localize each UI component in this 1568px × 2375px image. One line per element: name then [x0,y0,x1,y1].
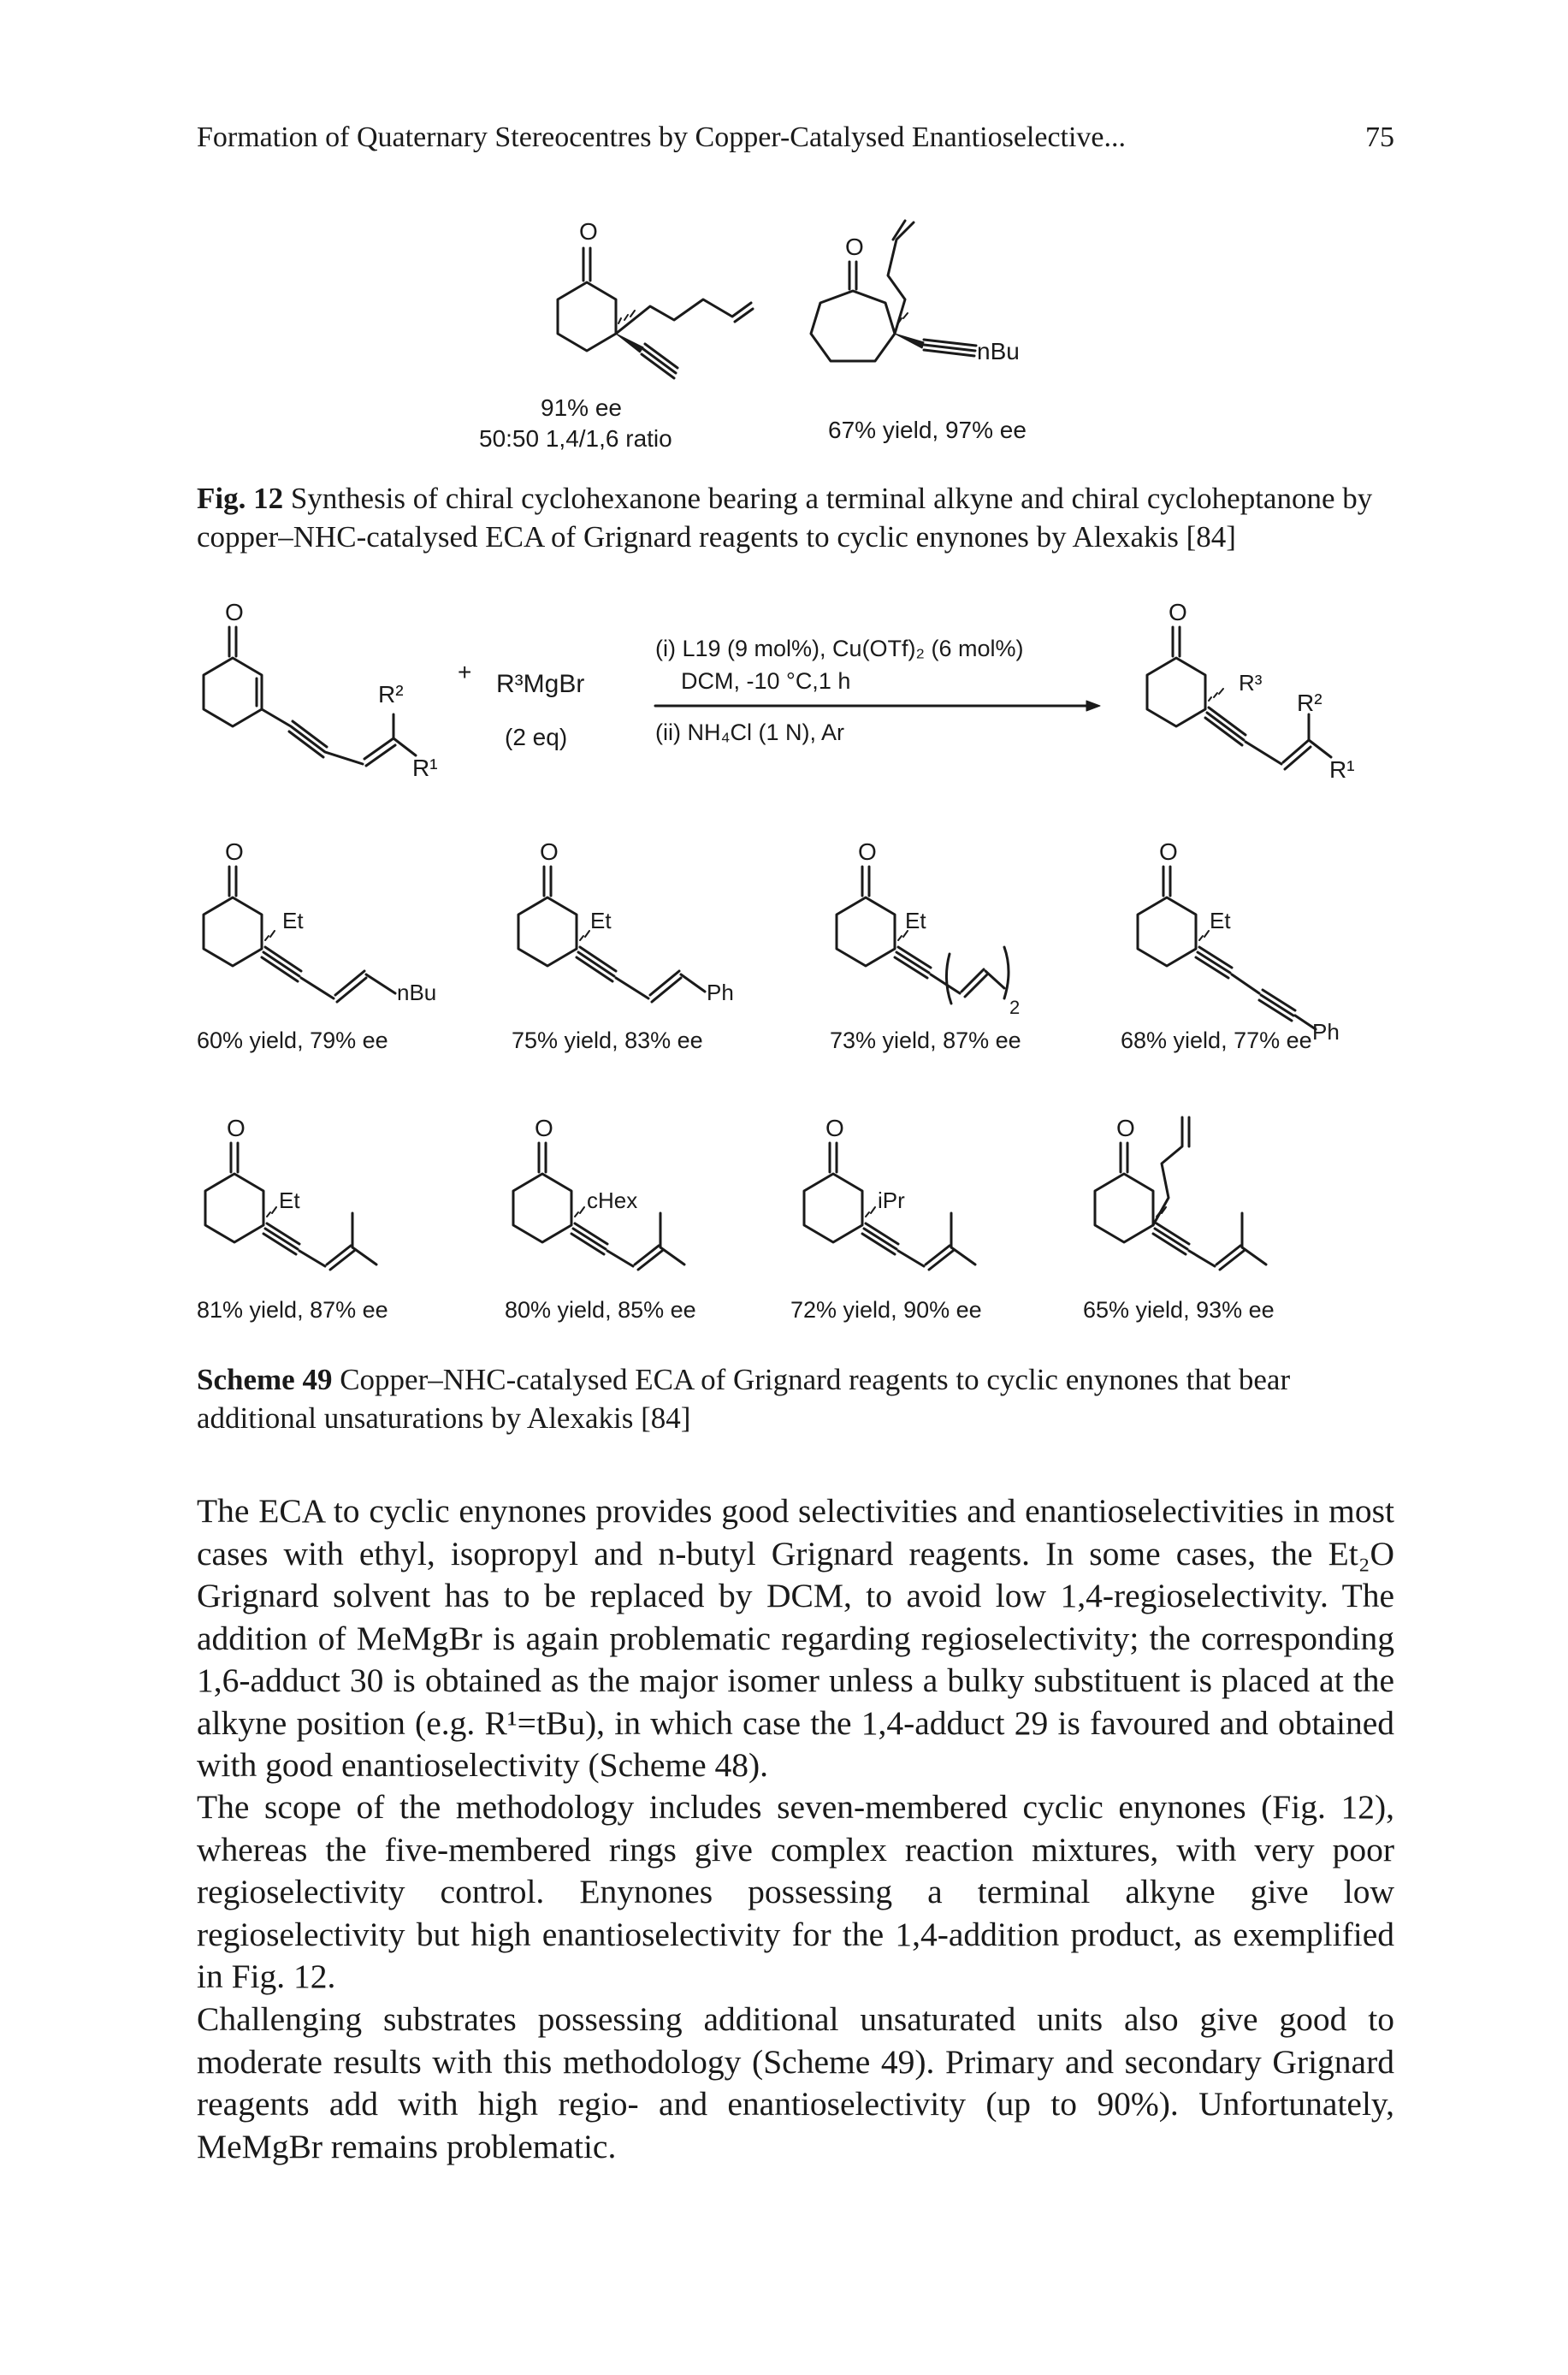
fig12-caption-text: Synthesis of chiral cyclohexanone bearin… [197,482,1373,554]
scheme49-caption-label: Scheme 49 [197,1363,333,1396]
fig12-structures: O 91% ee 50:50 1,4/1,6 ratio O nBu 67% y… [479,218,1027,452]
substituent-label: cHex [587,1188,637,1213]
scheme49-reaction: O R² R¹ + R³MgBr (2 eq) (i) L19 (9 mol%)… [202,599,1355,783]
oxygen-atom: O [225,599,244,625]
r2-label: R² [1297,690,1322,716]
oxygen-atom: O [227,1115,246,1141]
product-row1-2: O Et Ph 75% yield, 83% ee [512,838,734,1053]
oxygen-atom: O [535,1115,553,1141]
product-row2-3: O iPr 72% yield, 90% ee [790,1115,982,1323]
oxygen-atom: O [1116,1115,1135,1141]
phenyl-label: Ph [1312,1019,1340,1045]
product-row1-3: O Et 2 73% yield, 87% ee [830,838,1021,1053]
oxygen-atom: O [540,838,559,865]
phenyl-label: Ph [707,980,734,1005]
substituent-label: Et [1210,908,1231,933]
product-row1-4: O Et Ph 68% yield, 77% ee [1121,838,1340,1053]
r3-label: R³ [1239,670,1263,696]
r2-label: R² [378,681,404,708]
substituent-label: iPr [878,1188,905,1213]
fig12-compound-1: O 91% ee 50:50 1,4/1,6 ratio [479,218,754,452]
condition-step-2: (ii) NH₄Cl (1 N), Ar [655,720,844,745]
fig12-caption-label: Fig. 12 [197,482,284,515]
oxygen-atom: O [225,838,244,865]
product-row2-1: O Et 81% yield, 87% ee [197,1115,388,1323]
substituent-label: Et [282,908,304,933]
fig12-cpd2-result: 67% yield, 97% ee [828,417,1027,443]
scheme49-caption: Scheme 49 Copper–NHC-catalysed ECA of Gr… [197,1360,1394,1437]
oxygen-atom: O [825,1115,844,1141]
condition-solvent: DCM, -10 °C,1 h [681,668,850,694]
product-row2-3-result: 72% yield, 90% ee [790,1297,982,1323]
product-row2-4: O 65% yield, 93% ee [1083,1115,1275,1323]
nbu-label: nBu [977,338,1020,364]
product-row2-1-result: 81% yield, 87% ee [197,1297,388,1323]
product-row1-3-result: 73% yield, 87% ee [830,1028,1021,1053]
grignard-reagent: R³MgBr [496,670,584,698]
r1-label: R¹ [1329,756,1355,783]
scheme49-row2: O Et 81% yield, 87% ee O cHex 80% yield,… [197,1115,1275,1323]
product-row2-4-result: 65% yield, 93% ee [1083,1297,1275,1323]
body-paragraph-3: Challenging substrates possessing additi… [197,2000,1394,2165]
substituent-label: Et [590,908,612,933]
plus-sign: + [458,659,471,685]
page-number: 75 [1365,121,1394,153]
product-row2-2: O cHex 80% yield, 85% ee [505,1115,696,1323]
substituent-label: Et [905,908,926,933]
fig12-cpd1-ratio: 50:50 1,4/1,6 ratio [479,425,672,452]
product-general: O R³ R² R¹ [1145,599,1355,783]
fig12-caption: Fig. 12 Synthesis of chiral cyclohexanon… [197,479,1394,556]
fig12-compound-2: O nBu 67% yield, 97% ee [809,219,1027,443]
oxygen-atom: O [858,838,877,865]
product-row1-2-result: 75% yield, 83% ee [512,1028,703,1053]
oxygen-atom: O [1159,838,1178,865]
r1-label: R¹ [412,755,438,781]
scheme49-caption-text: Copper–NHC-catalysed ECA of Grignard rea… [197,1363,1291,1435]
oxygen-atom: O [1169,599,1187,625]
body-paragraph-2: The scope of the methodology includes se… [197,1788,1394,1995]
running-title: Formation of Quaternary Stereocentres by… [197,121,1127,153]
repeat-count: 2 [1009,997,1020,1018]
product-row1-1-result: 60% yield, 79% ee [197,1028,388,1053]
starting-enynone: O R² R¹ [202,599,438,781]
oxygen-atom: O [845,234,864,260]
grignard-equivalents: (2 eq) [505,724,567,750]
reaction-arrow-head [1086,700,1101,712]
fig12-cpd1-ee: 91% ee [541,394,622,421]
product-row1-4-result: 68% yield, 77% ee [1121,1028,1312,1053]
substituent-label: Et [279,1188,300,1213]
body-paragraph-1: The ECA to cyclic enynones provides good… [197,1492,1394,1784]
product-row2-2-result: 80% yield, 85% ee [505,1297,696,1323]
product-row1-1: O Et nBu 60% yield, 79% ee [197,838,436,1053]
condition-step-1: (i) L19 (9 mol%), Cu(OTf)₂ (6 mol%) [655,636,1024,661]
scheme49-row1: O Et nBu 60% yield, 79% ee O Et Ph 75% y… [197,838,1340,1053]
nbu-label: nBu [397,980,436,1005]
oxygen-atom: O [579,218,598,245]
